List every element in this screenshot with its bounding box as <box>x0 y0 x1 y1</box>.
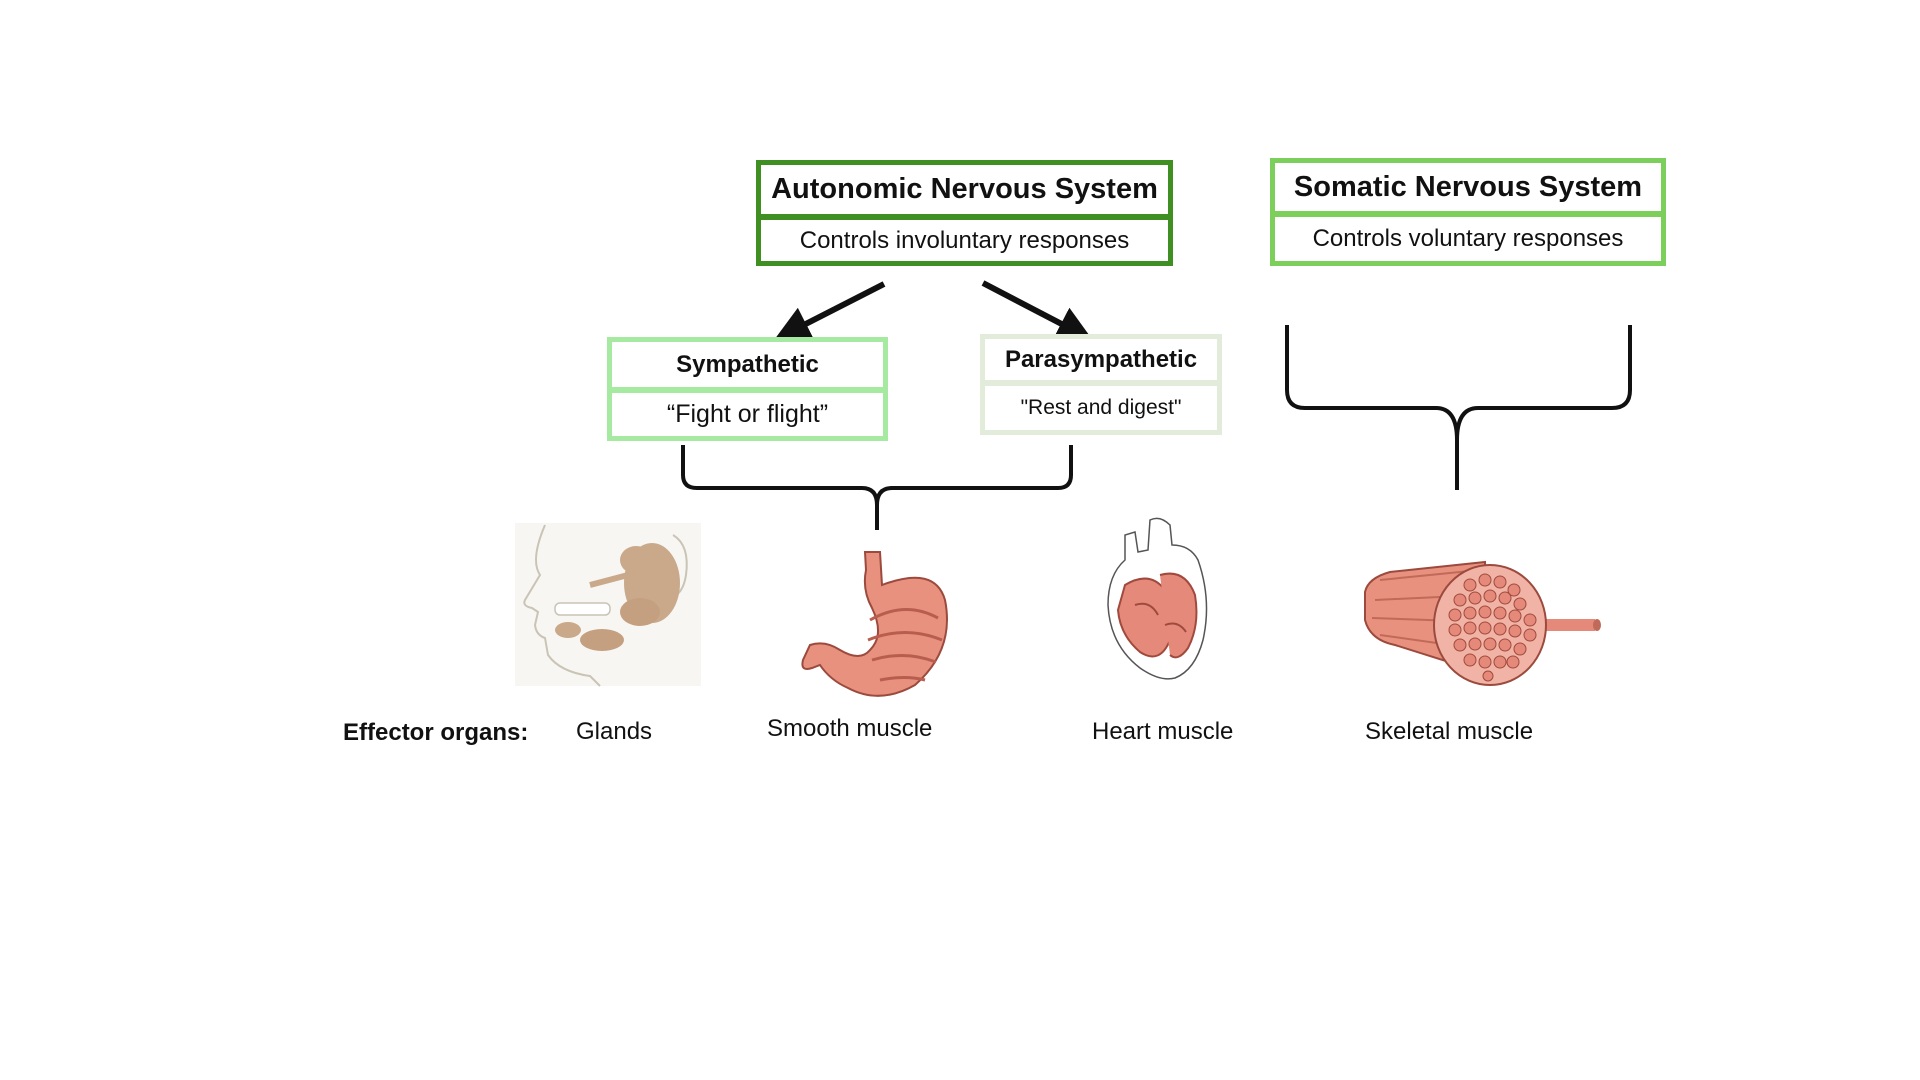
somatic-title: Somatic Nervous System <box>1275 163 1661 217</box>
arrow-to-sympathetic <box>773 281 886 341</box>
parasympathetic-subtitle: "Rest and digest" <box>985 386 1217 430</box>
arrow-to-parasympathetic <box>981 280 1093 341</box>
somatic-brace <box>1285 325 1632 490</box>
autonomic-brace <box>681 445 1073 530</box>
effector-label-smooth-muscle: Smooth muscle <box>767 715 933 742</box>
somatic-nervous-system-box: Somatic Nervous System Controls voluntar… <box>1270 158 1666 266</box>
stomach-icon <box>801 551 948 697</box>
effector-label-glands: Glands <box>576 718 653 745</box>
autonomic-subtitle: Controls involuntary responses <box>761 220 1168 261</box>
autonomic-title: Autonomic Nervous System <box>761 165 1168 220</box>
sympathetic-box: Sympathetic “Fight or flight” <box>607 337 888 441</box>
effector-label-heart-muscle: Heart muscle <box>1092 718 1234 745</box>
sympathetic-subtitle: “Fight or flight” <box>612 393 883 436</box>
parasympathetic-title: Parasympathetic <box>985 339 1217 386</box>
parasympathetic-box: Parasympathetic "Rest and digest" <box>980 334 1222 435</box>
somatic-subtitle: Controls voluntary responses <box>1275 217 1661 260</box>
autonomic-nervous-system-box: Autonomic Nervous System Controls involu… <box>756 160 1173 266</box>
sympathetic-title: Sympathetic <box>612 342 883 393</box>
glands-icon <box>515 523 701 687</box>
effector-organs-heading: Effector organs: <box>343 719 529 746</box>
effector-label-skeletal-muscle: Skeletal muscle <box>1365 718 1534 745</box>
muscle-fiber-icon <box>1364 560 1601 686</box>
heart-icon <box>1107 517 1208 680</box>
